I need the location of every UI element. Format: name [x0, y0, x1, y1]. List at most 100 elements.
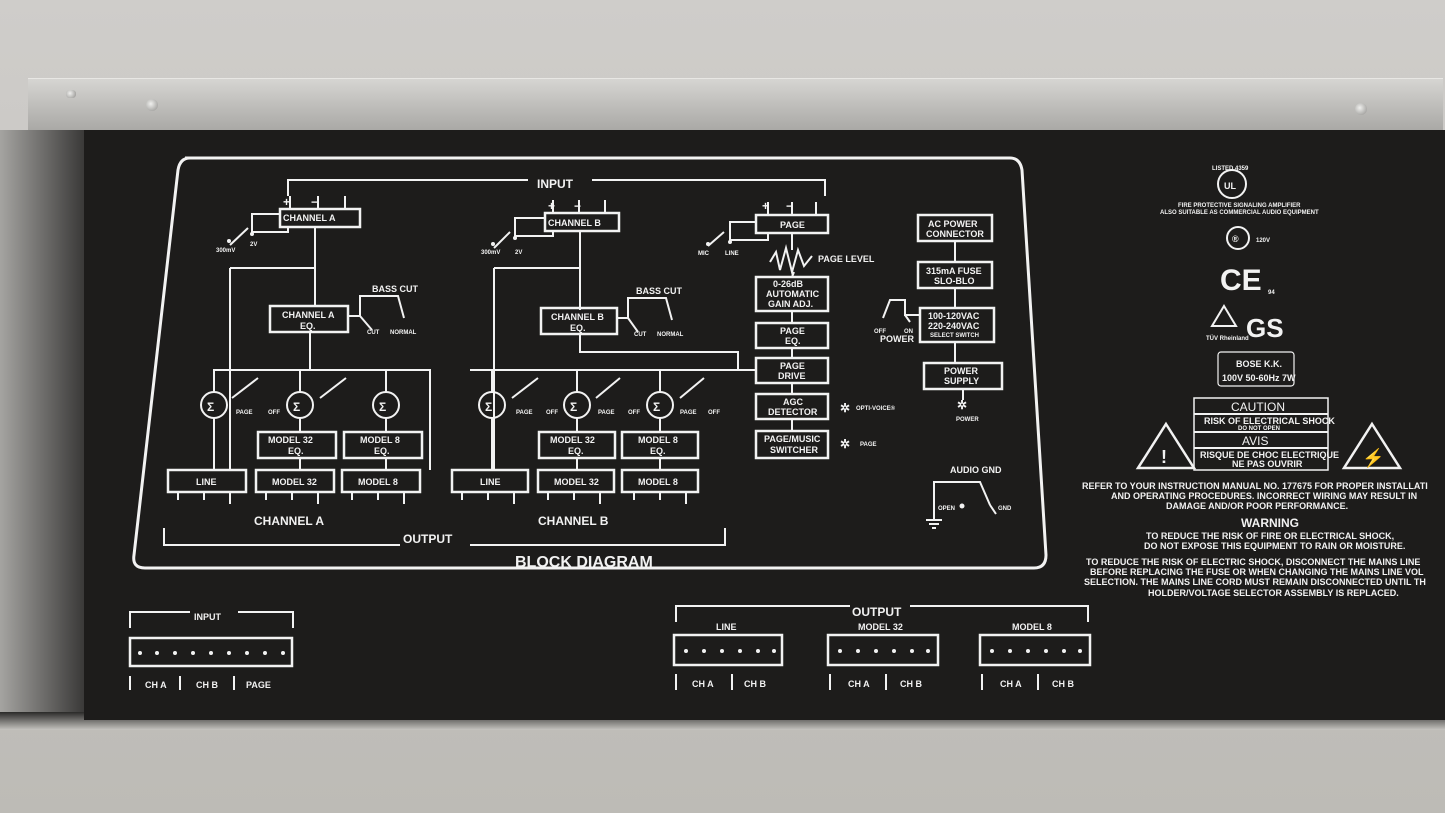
eq-label: EQ. [568, 446, 584, 456]
connector-label: CONNECTOR [926, 229, 984, 239]
power-rating-label: 100V 50-60Hz 7W [1222, 373, 1296, 383]
minus-label: − [311, 195, 318, 209]
300mv-label: 300mV [481, 250, 500, 256]
csa-logo: ® [1232, 234, 1239, 244]
agc-detector-label: AGC [783, 397, 804, 407]
avis-title: AVIS [1242, 434, 1268, 448]
120v-label: 120V [1256, 238, 1270, 244]
connector-labels: INPUT OUTPUT LINE MODEL 32 MODEL 8 CH A … [145, 605, 1074, 690]
voltage-220-label: 220-240VAC [928, 321, 980, 331]
model-8-output-label: MODEL 8 [358, 477, 398, 487]
model-32-output-label: MODEL 32 [272, 477, 317, 487]
bass-cut-label: BASS CUT [372, 284, 419, 294]
model-32-eq-label: MODEL 32 [268, 435, 313, 445]
channel-a-output-label: CHANNEL A [254, 514, 324, 528]
summing-node-icon: Σ [485, 400, 492, 414]
opti-voice-label: OPTI-VOICE® [856, 405, 896, 412]
ch-b-label: CH B [744, 679, 766, 689]
page-led-label: PAGE [860, 442, 877, 448]
ce-year-label: 94 [1268, 290, 1275, 296]
agc-auto-label: AUTOMATIC [766, 289, 820, 299]
ch-a-label: CH A [1000, 679, 1022, 689]
model-8-eq-label: MODEL 8 [360, 435, 400, 445]
diagram-input-label: INPUT [537, 177, 574, 191]
off-switch-label: OFF [268, 410, 280, 416]
model-8-connector-label: MODEL 8 [1012, 622, 1052, 632]
warning-line-1: TO REDUCE THE RISK OF FIRE OR ELECTRICAL… [1146, 531, 1394, 541]
line-output-label: LINE [196, 477, 217, 487]
refer-line-1: REFER TO YOUR INSTRUCTION MANUAL NO. 177… [1082, 481, 1428, 491]
line-switch-label: LINE [725, 251, 739, 257]
screw-icon [1355, 103, 1367, 115]
fuse-label: 315mA FUSE [926, 266, 982, 276]
summing-node-icon: Σ [207, 400, 214, 414]
screw-icon [146, 99, 158, 111]
page-switch-label: PAGE [236, 410, 253, 416]
open-label: OPEN [938, 506, 955, 512]
diagram-title: BLOCK DIAGRAM [515, 554, 653, 571]
led-icon: ✲ [840, 437, 850, 451]
page-music-switcher-label: PAGE/MUSIC [764, 434, 821, 444]
ch-a-label: CH A [848, 679, 870, 689]
agc-range-label: 0-26dB [773, 279, 804, 289]
avis-line-1: RISQUE DE CHOC ELECTRIQUE [1200, 450, 1339, 460]
bose-kk-label: BOSE K.K. [1236, 359, 1282, 369]
warning-title: WARNING [1241, 516, 1299, 530]
mic-label: MIC [698, 251, 710, 257]
gnd-label: GND [998, 506, 1012, 512]
eq-label: EQ. [374, 446, 390, 456]
warning-line-6: HOLDER/VOLTAGE SELECTOR ASSEMBLY IS REPL… [1148, 588, 1399, 598]
page-eq-label-2: EQ. [785, 336, 801, 346]
caution-triangle-icon: ! [1161, 447, 1167, 467]
power-led-icon: ✲ [957, 398, 967, 412]
channel-b-eq-label: CHANNEL B [551, 312, 604, 322]
ce-logo: CE [1220, 264, 1262, 297]
normal-label: NORMAL [390, 330, 417, 336]
warning-line-2: DO NOT EXPOSE THIS EQUIPMENT TO RAIN OR … [1144, 541, 1405, 551]
warning-line-5: SELECTION. THE MAINS LINE CORD MUST REMA… [1084, 577, 1426, 587]
page-switch-label: PAGE [598, 410, 615, 416]
ch-b-label: CH B [196, 680, 218, 690]
ch-a-label: CH A [692, 679, 714, 689]
shock-hazard-icon: ⚡ [1362, 447, 1384, 469]
certification-marks: LISTED 4359 UL FIRE PROTECTIVE SIGNALING… [1160, 166, 1319, 383]
eq-label: EQ. [300, 321, 316, 331]
2v-label: 2V [515, 250, 522, 256]
ul-logo: UL [1224, 181, 1236, 191]
power-on-label: ON [904, 329, 913, 335]
select-switch-label: SELECT SWITCH [930, 333, 979, 339]
line-connector-label: LINE [716, 622, 737, 632]
cut-label: CUT [367, 330, 380, 336]
summing-node-icon: Σ [293, 400, 300, 414]
page-drive-label-2: DRIVE [778, 371, 806, 381]
eq-label: EQ. [570, 323, 586, 333]
2v-label: 2V [250, 242, 257, 248]
minus-label: − [574, 199, 581, 213]
rack-mounting-rail [28, 78, 1443, 131]
refer-line-3: DAMAGE AND/OR POOR PERFORMANCE. [1166, 501, 1348, 511]
summing-node-icon: Σ [379, 400, 386, 414]
summing-node-icon: Σ [570, 400, 577, 414]
amplifier-rear-panel [84, 130, 1445, 720]
warning-line-3: TO REDUCE THE RISK OF ELECTRIC SHOCK, DI… [1086, 557, 1420, 567]
page-eq-label: PAGE [780, 326, 805, 336]
summing-node-icon: Σ [653, 400, 660, 414]
caution-title: CAUTION [1231, 400, 1285, 414]
output-connector-label: OUTPUT [852, 605, 902, 619]
channel-b-output-label: CHANNEL B [538, 514, 609, 528]
fire-protective-label: FIRE PROTECTIVE SIGNALING AMPLIFIER [1178, 203, 1301, 209]
model-32-output-label: MODEL 32 [554, 477, 599, 487]
warning-block: CAUTION RISK OF ELECTRICAL SHOCK DO NOT … [1082, 400, 1428, 598]
avis-line-2: NE PAS OUVRIR [1232, 459, 1303, 469]
diagram-output-label: OUTPUT [403, 532, 453, 546]
audio-gnd-label: AUDIO GND [950, 465, 1002, 475]
warning-line-4: BEFORE REPLACING THE FUSE OR WHEN CHANGI… [1090, 567, 1424, 577]
page-drive-label: PAGE [780, 361, 805, 371]
model-8-eq-label: MODEL 8 [638, 435, 678, 445]
connector-pins [138, 649, 1082, 655]
slo-blo-label: SLO-BLO [934, 276, 975, 286]
plus-label: + [283, 195, 290, 209]
ch-b-label: CH B [900, 679, 922, 689]
page-level-label: PAGE LEVEL [818, 254, 875, 264]
